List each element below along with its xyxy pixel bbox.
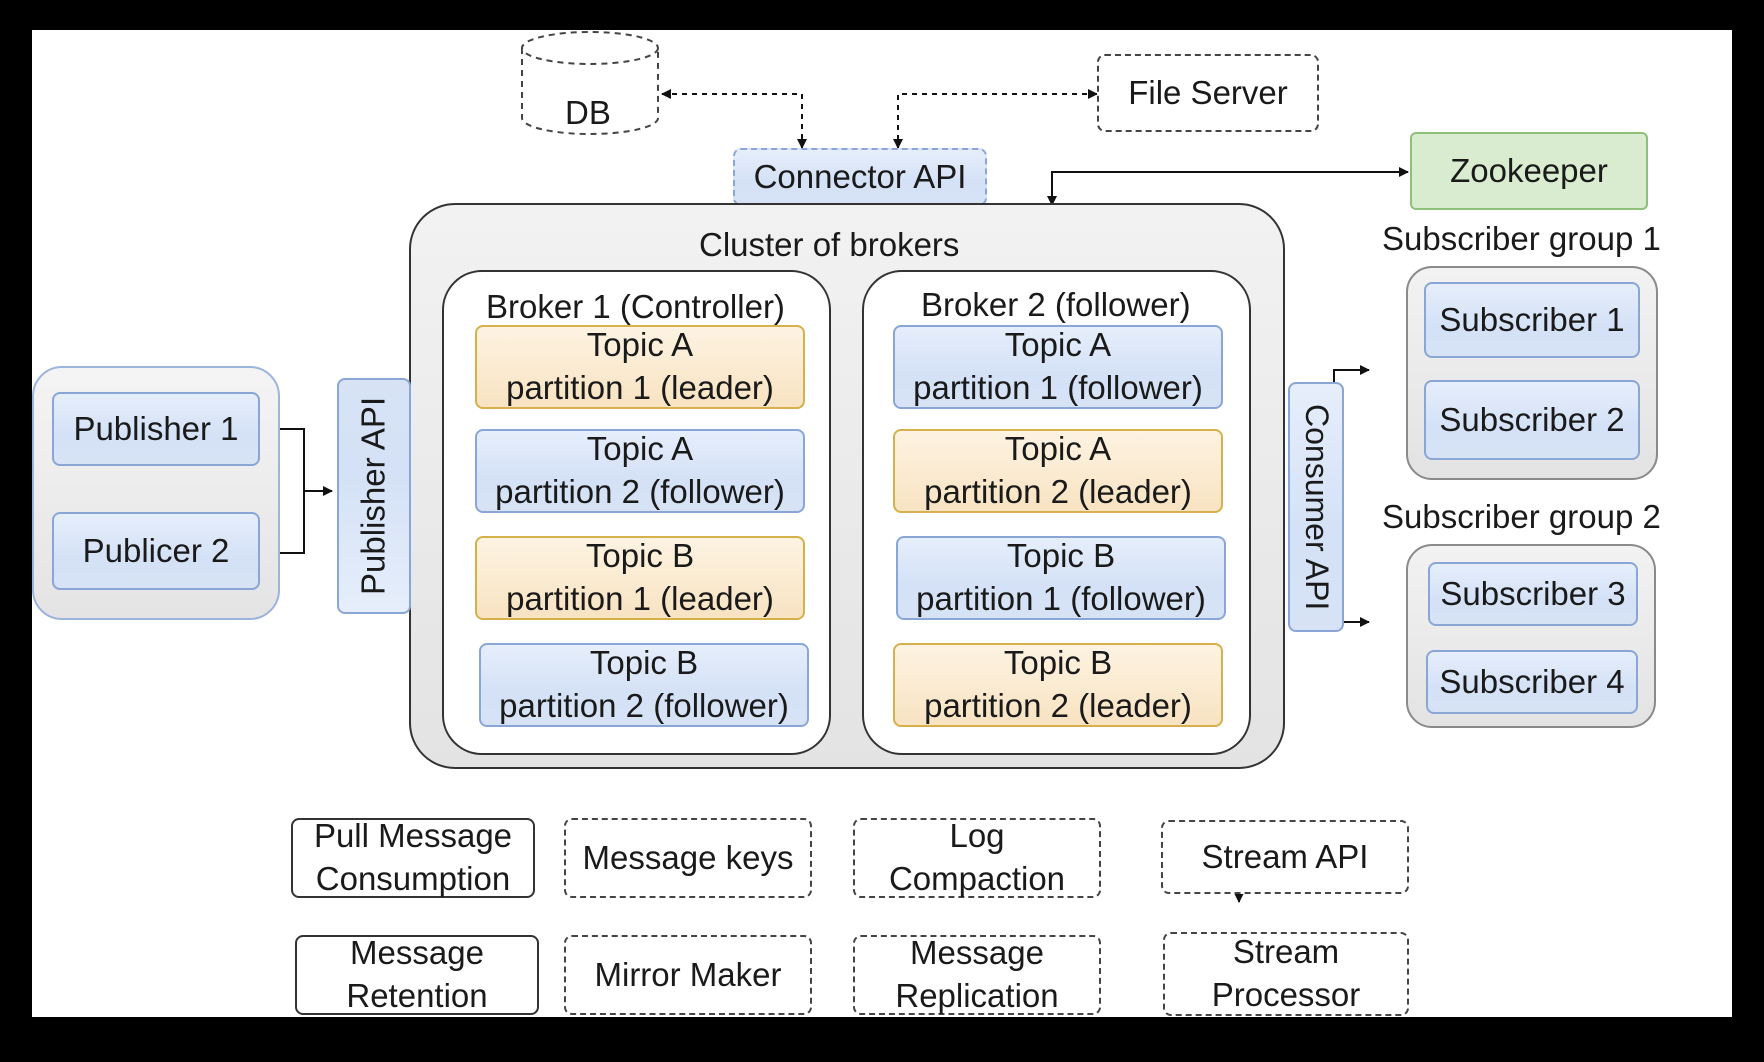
db-cylinder-icon	[521, 31, 659, 135]
publisher-api-box: Publisher API	[337, 378, 411, 614]
publisher-2-box: Publicer 2	[52, 512, 260, 590]
connector-api-box: Connector API	[733, 148, 987, 206]
subscriber-3-box: Subscriber 3	[1428, 562, 1638, 626]
cluster-title: Cluster of brokers	[699, 226, 960, 263]
subscriber-group-2-title: Subscriber group 2	[1382, 498, 1661, 535]
broker-2-title: Broker 2 (follower)	[921, 286, 1191, 323]
publisher-1-box: Publisher 1	[52, 392, 260, 466]
subscriber-2-box: Subscriber 2	[1424, 380, 1640, 460]
subscriber-group-1-title: Subscriber group 1	[1382, 220, 1661, 257]
fileserver-connector-link	[893, 89, 1098, 149]
db-connector-link	[661, 89, 807, 149]
file-server-box: File Server	[1097, 54, 1319, 132]
stream-api-box: Stream API	[1161, 820, 1409, 894]
subscriber-1-box: Subscriber 1	[1424, 282, 1640, 358]
diagram-canvas: DB File Server Connector API Zookeeper C…	[32, 30, 1732, 1017]
cluster-zookeeper-link	[1047, 167, 1409, 206]
message-keys-box: Message keys	[564, 818, 812, 898]
zookeeper-box: Zookeeper	[1410, 132, 1648, 210]
consumer-api-box: Consumer API	[1288, 382, 1344, 632]
mirror-maker-box: Mirror Maker	[564, 935, 812, 1015]
db-label: DB	[565, 94, 611, 131]
subscriber-4-box: Subscriber 4	[1426, 650, 1638, 714]
broker-1-title: Broker 1 (Controller)	[486, 288, 785, 325]
